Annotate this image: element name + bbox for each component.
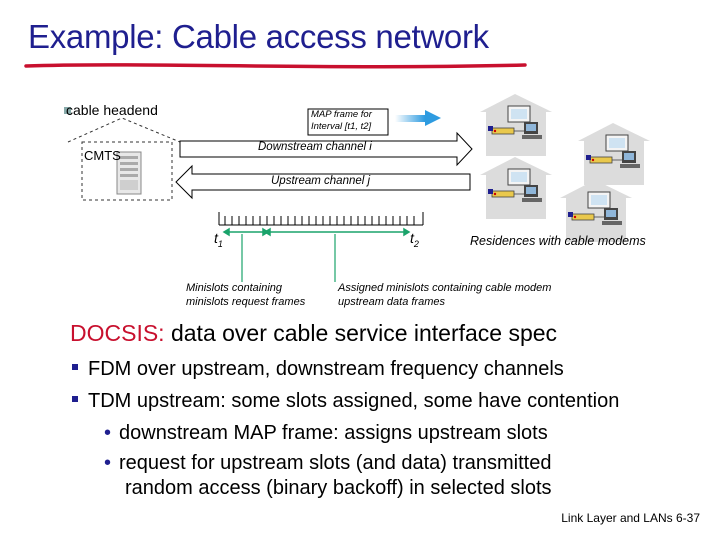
t1-label: t1 [214,230,223,249]
residences-label: Residences with cable modems [470,234,646,248]
slide-title: Example: Cable access network [28,18,489,55]
headend-label: cable headend [66,102,158,118]
bullet-dot-icon: • [104,452,112,474]
residence-house-icon-1 [479,93,553,157]
map-frame-box [307,108,389,136]
bullet-tdm: TDM upstream: some slots assigned, some … [72,390,619,413]
title-underline [24,63,527,69]
minislot-timeline [218,212,424,226]
t2-label: t2 [410,230,419,249]
cmts-label: CMTS [84,148,121,163]
docsis-term: DOCSIS: [70,320,165,346]
sub-bullet-map-frame: •downstream MAP frame: assigns upstream … [104,422,548,444]
upstream-arrow [175,164,471,200]
docsis-heading: DOCSIS: data over cable service interfac… [70,320,557,347]
bullet-square-icon [72,395,78,402]
residence-house-icon-3 [479,156,553,220]
minislots-request-label: Minislots containing minislots request f… [186,282,306,308]
downstream-arrow [179,131,473,167]
bullet-dot-icon: • [104,422,112,444]
slide-footer: Link Layer and LANs 6-37 [561,511,700,525]
bullet-square-icon [72,363,78,370]
map-arrow-icon [395,110,441,126]
docsis-definition: data over cable service interface spec [164,320,558,346]
timeline-green-arrows [222,227,411,282]
assigned-minislots-label: Assigned minislots containing cable mode… [338,282,552,308]
residence-house-icon-4 [559,179,633,243]
headend-marker-icon [64,107,71,114]
residence-house-icon-2 [577,122,651,186]
map-frame-label: MAP frame for Interval [t1, t2] [311,109,372,132]
sub-bullet-request: •request for upstream slots (and data) t… [104,452,552,474]
cable-network-diagram [64,93,651,282]
downstream-channel-label: Downstream channel i [258,141,372,153]
cmts-device-icon [116,151,142,195]
upstream-channel-label: Upstream channel j [271,175,371,187]
bullet-fdm: FDM over upstream, downstream frequency … [72,358,564,381]
headend-house-outline [67,117,181,201]
sub-bullet-request-continued: random access (binary backoff) in select… [125,477,552,499]
